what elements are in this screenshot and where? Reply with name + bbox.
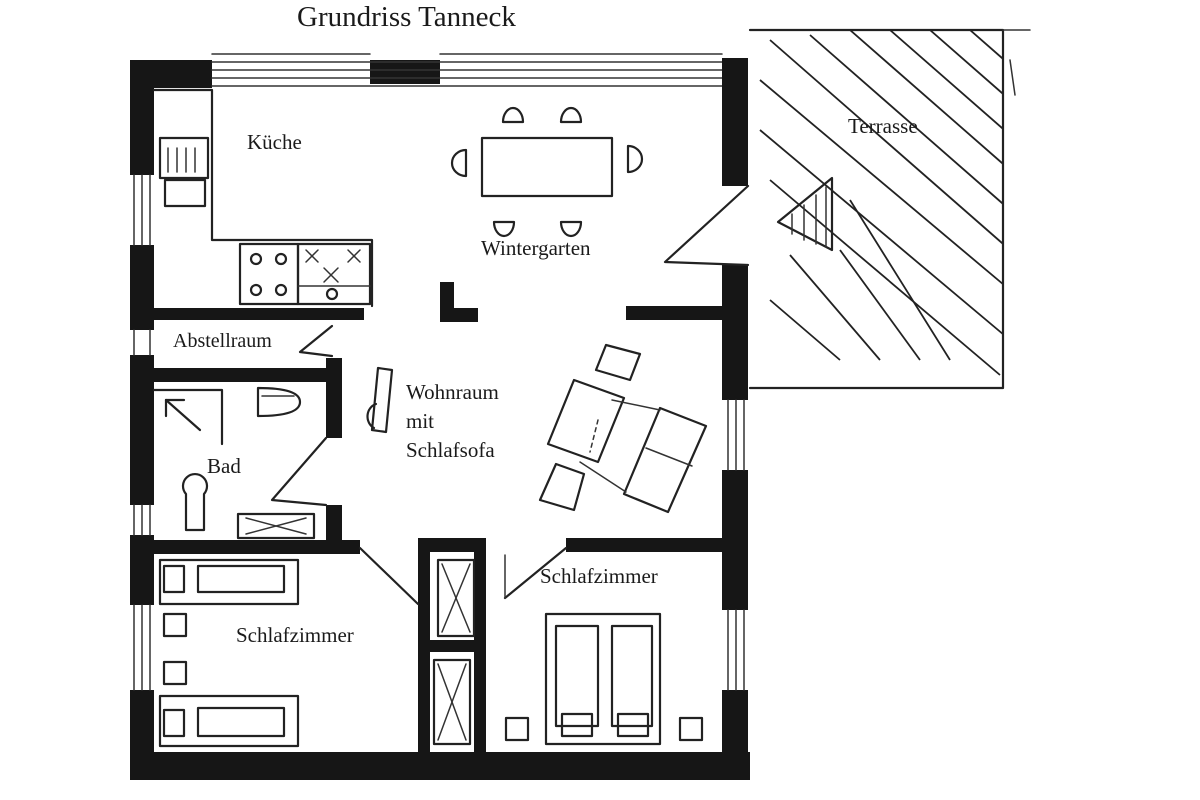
- kitchen-furniture: [152, 88, 374, 308]
- label-abstellraum: Abstellraum: [173, 330, 272, 352]
- label-bad: Bad: [207, 454, 241, 478]
- closets: [432, 558, 476, 746]
- label-wohnraum-line3: Schlafsofa: [406, 437, 495, 462]
- label-wohnraum-line1: Wohnraum: [406, 380, 499, 404]
- plan-title: Grundriss Tanneck: [297, 1, 516, 33]
- bedroom-right-furniture: [504, 612, 704, 746]
- living-room-furniture: [366, 343, 708, 514]
- label-wintergarten: Wintergarten: [481, 236, 591, 260]
- label-schlafzimmer-right: Schlafzimmer: [540, 564, 658, 588]
- label-terrasse: Terrasse: [848, 114, 918, 138]
- label-wohnraum: Wohnraum mit Schlafsofa: [406, 378, 499, 465]
- bedroom-left-furniture: [158, 558, 300, 748]
- interior-walls: [154, 282, 722, 752]
- dining-table-set: [450, 106, 644, 238]
- label-schlafzimmer-left: Schlafzimmer: [236, 623, 354, 647]
- label-wohnraum-line2: mit: [406, 408, 435, 433]
- terrace: [748, 28, 1031, 390]
- outer-walls: [130, 53, 750, 780]
- bathroom-fixtures: [152, 386, 316, 540]
- label-kueche: Küche: [247, 130, 302, 154]
